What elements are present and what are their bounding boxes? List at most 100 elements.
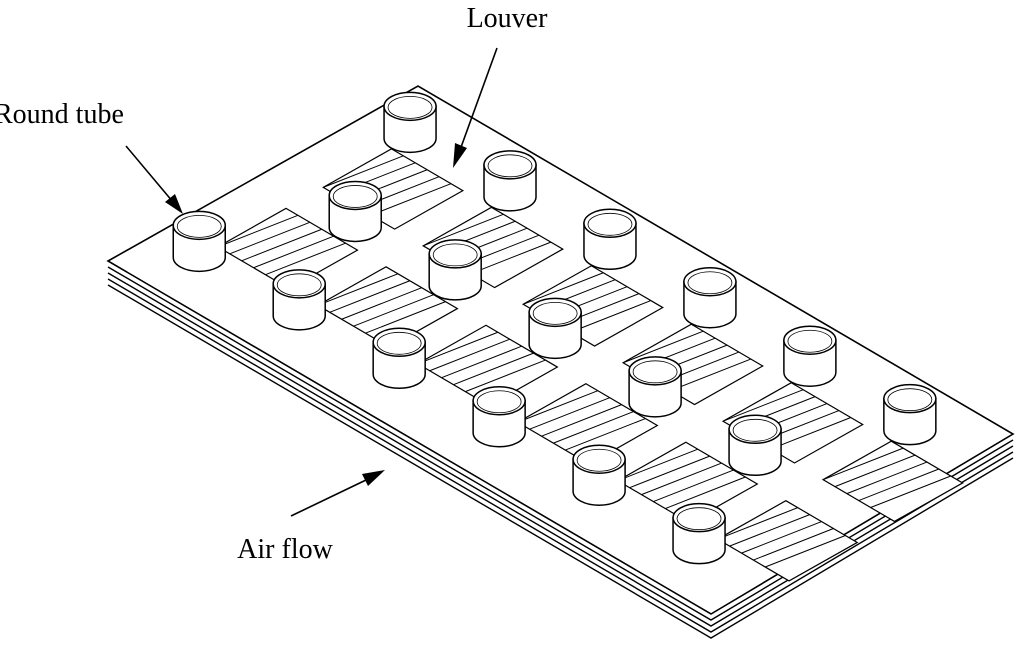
louver-bank [521, 265, 664, 347]
louver-strip [622, 330, 704, 364]
louver-array [216, 148, 964, 582]
louver-strip [770, 417, 851, 450]
tube-top [172, 210, 226, 241]
tube-inner-rim [887, 388, 933, 412]
louver-strip [253, 235, 334, 269]
round-tube [572, 444, 626, 506]
tube-top [883, 383, 937, 414]
round-tube-label: Round tube [0, 99, 124, 130]
tube-top [783, 325, 837, 355]
louver-strip [317, 273, 399, 306]
louver-strip [665, 476, 746, 510]
round-tube [472, 386, 526, 448]
louver-strip [541, 404, 622, 437]
tube-top [628, 356, 682, 386]
round-tube [883, 383, 937, 446]
tube-top [672, 502, 726, 533]
round-tube [172, 210, 226, 273]
louver-strip [517, 390, 599, 423]
louver-frame [322, 148, 465, 230]
tube-inner-rim [687, 271, 733, 295]
tube-inner-rim [587, 212, 633, 236]
louver-label: Louver [467, 3, 549, 34]
tube-top [328, 180, 382, 211]
tube-top [428, 239, 482, 269]
louver-strip [670, 358, 752, 392]
louver-strip [834, 454, 916, 488]
tube-inner-rim [176, 214, 222, 238]
tube-top [483, 150, 537, 180]
round-tube [672, 502, 726, 565]
tube-inner-rim [332, 185, 378, 208]
tube-top [583, 208, 637, 239]
louver-strip [329, 280, 410, 313]
round-tube [272, 269, 326, 331]
louver-bank [716, 499, 859, 582]
tube-top [383, 91, 437, 122]
round-tube [628, 356, 682, 418]
tube-inner-rim [732, 418, 778, 442]
tube-top [528, 297, 582, 328]
louver-bank [621, 323, 764, 406]
louver-strip [217, 214, 299, 248]
tube-top [683, 267, 737, 297]
round-tube [528, 297, 582, 360]
round-tube [428, 239, 482, 301]
louver-strip [722, 389, 804, 422]
tube-inner-rim [632, 360, 678, 384]
louver-strip [522, 272, 604, 305]
air-flow-arrow [290, 470, 385, 517]
tube-inner-rim [476, 390, 522, 414]
tube-top [728, 414, 782, 445]
tube-inner-rim [376, 331, 422, 355]
round-tube [328, 180, 382, 243]
round-tube [383, 91, 437, 154]
louver-strip [617, 448, 698, 482]
tube-inner-rim [487, 154, 533, 178]
louver-strip [453, 352, 534, 386]
louver-strip [229, 221, 311, 255]
louver-strip [553, 411, 634, 444]
round-tube [783, 325, 837, 387]
louver-strip [265, 242, 346, 276]
round-tube [728, 414, 782, 477]
louver-strip [465, 359, 546, 393]
louver-strip [717, 507, 798, 540]
louver-strip [417, 331, 499, 365]
tube-top [572, 444, 626, 474]
tube-top [472, 386, 526, 416]
round-tube-arrow [125, 145, 183, 214]
louver-strip [653, 469, 734, 503]
louver-bank [821, 440, 964, 523]
louver-strip [370, 183, 452, 216]
louver-strip [441, 345, 522, 379]
louver-strip [323, 155, 404, 188]
louver-arrow [453, 47, 498, 168]
tube-inner-rim [676, 507, 722, 531]
louver-strip [753, 528, 834, 561]
tube-inner-rim [387, 95, 433, 119]
tube-inner-rim [276, 273, 322, 297]
round-tube [372, 327, 426, 390]
tube-top [272, 269, 326, 299]
louver-strip [641, 462, 722, 496]
round-tube [583, 208, 637, 271]
louver-strip [353, 294, 434, 327]
louver-frame [521, 265, 664, 347]
louver-strip [846, 461, 928, 495]
louver-bank [422, 206, 565, 289]
tube-inner-rim [432, 243, 478, 267]
fin-plate-layer-edge [107, 284, 1014, 639]
louver-strip [429, 338, 510, 372]
louver-strip [241, 228, 322, 262]
louver-strip [765, 535, 846, 568]
tube-inner-rim [787, 329, 833, 353]
louver-strip [741, 521, 822, 554]
louver-strip [570, 300, 652, 333]
air-flow-label: Air flow [237, 534, 333, 565]
louver-strip [729, 514, 810, 547]
tube-inner-rim [576, 448, 622, 472]
round-tube [483, 150, 537, 212]
tube-inner-rim [532, 301, 578, 325]
